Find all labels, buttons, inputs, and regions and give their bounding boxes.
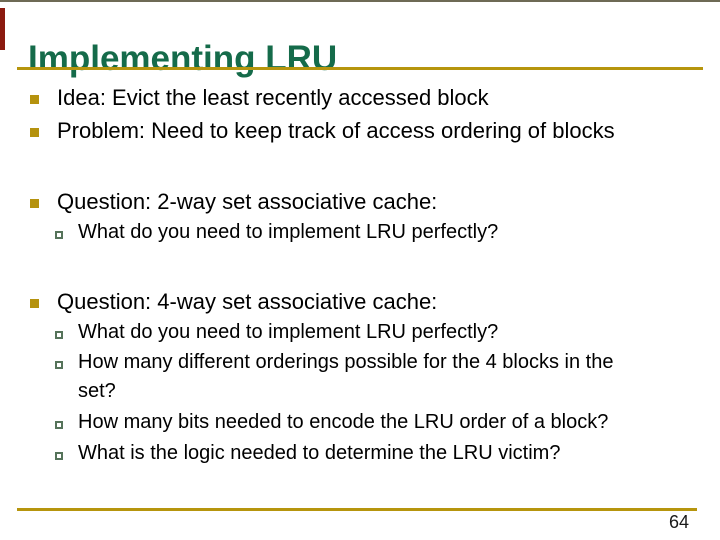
bullet-line: Problem: Need to keep track of access or… <box>57 118 615 143</box>
bullet-line-continuation: set? <box>78 380 116 402</box>
bullet-line: How many bits needed to encode the LRU o… <box>78 411 609 433</box>
bullet-line: What do you need to implement LRU perfec… <box>78 221 499 243</box>
bullet-line: Question: 2-way set associative cache: <box>57 189 438 214</box>
bullet-line: What do you need to implement LRU perfec… <box>78 321 499 343</box>
bullet-line: What is the logic needed to determine th… <box>78 442 561 464</box>
bullet-item: Question: 4-way set associative cache: <box>30 289 710 315</box>
bullet-square-icon <box>30 95 39 104</box>
title-underline-rule <box>17 67 703 70</box>
bullet-text: Question: 4-way set associative cache: <box>57 289 437 315</box>
sub-bullet-text: How many different orderings possible fo… <box>78 348 613 406</box>
sub-bullet-text: What is the logic needed to determine th… <box>78 439 560 468</box>
bullet-item: Question: 2-way set associative cache: <box>30 189 710 215</box>
sub-bullet-square-icon <box>55 452 63 460</box>
page-number: 64 <box>669 512 690 532</box>
sub-bullet-item: What is the logic needed to determine th… <box>55 439 695 468</box>
bullet-square-icon <box>30 199 39 208</box>
sub-bullet-square-icon <box>55 361 63 369</box>
bullet-line: How many different orderings possible fo… <box>78 351 614 373</box>
bullet-line: Idea: Evict the least recently accessed … <box>57 85 489 110</box>
top-edge-strip <box>0 0 720 2</box>
sub-bullet-text: What do you need to implement LRU perfec… <box>78 318 498 347</box>
bullet-text: Idea: Evict the least recently accessed … <box>57 85 489 111</box>
bullet-square-icon <box>30 128 39 137</box>
sub-bullet-item: How many different orderings possible fo… <box>55 348 695 406</box>
sub-bullet-item: What do you need to implement LRU perfec… <box>55 318 695 347</box>
bullet-text: Question: 2-way set associative cache: <box>57 189 437 215</box>
bullet-item: Idea: Evict the least recently accessed … <box>30 85 710 111</box>
left-red-accent-bar <box>0 8 5 50</box>
sub-bullet-square-icon <box>55 331 63 339</box>
bullet-text: Problem: Need to keep track of access or… <box>57 118 615 144</box>
sub-bullet-square-icon <box>55 421 63 429</box>
footer-rule <box>17 508 697 511</box>
sub-bullet-item: How many bits needed to encode the LRU o… <box>55 408 695 437</box>
bullet-line: Question: 4-way set associative cache: <box>57 289 438 314</box>
page-title: Implementing LRU <box>28 39 338 79</box>
sub-bullet-item: What do you need to implement LRU perfec… <box>55 218 695 247</box>
bullet-item: Problem: Need to keep track of access or… <box>30 118 710 144</box>
sub-bullet-text: What do you need to implement LRU perfec… <box>78 218 498 247</box>
sub-bullet-text: How many bits needed to encode the LRU o… <box>78 408 608 437</box>
bullet-square-icon <box>30 299 39 308</box>
sub-bullet-square-icon <box>55 231 63 239</box>
